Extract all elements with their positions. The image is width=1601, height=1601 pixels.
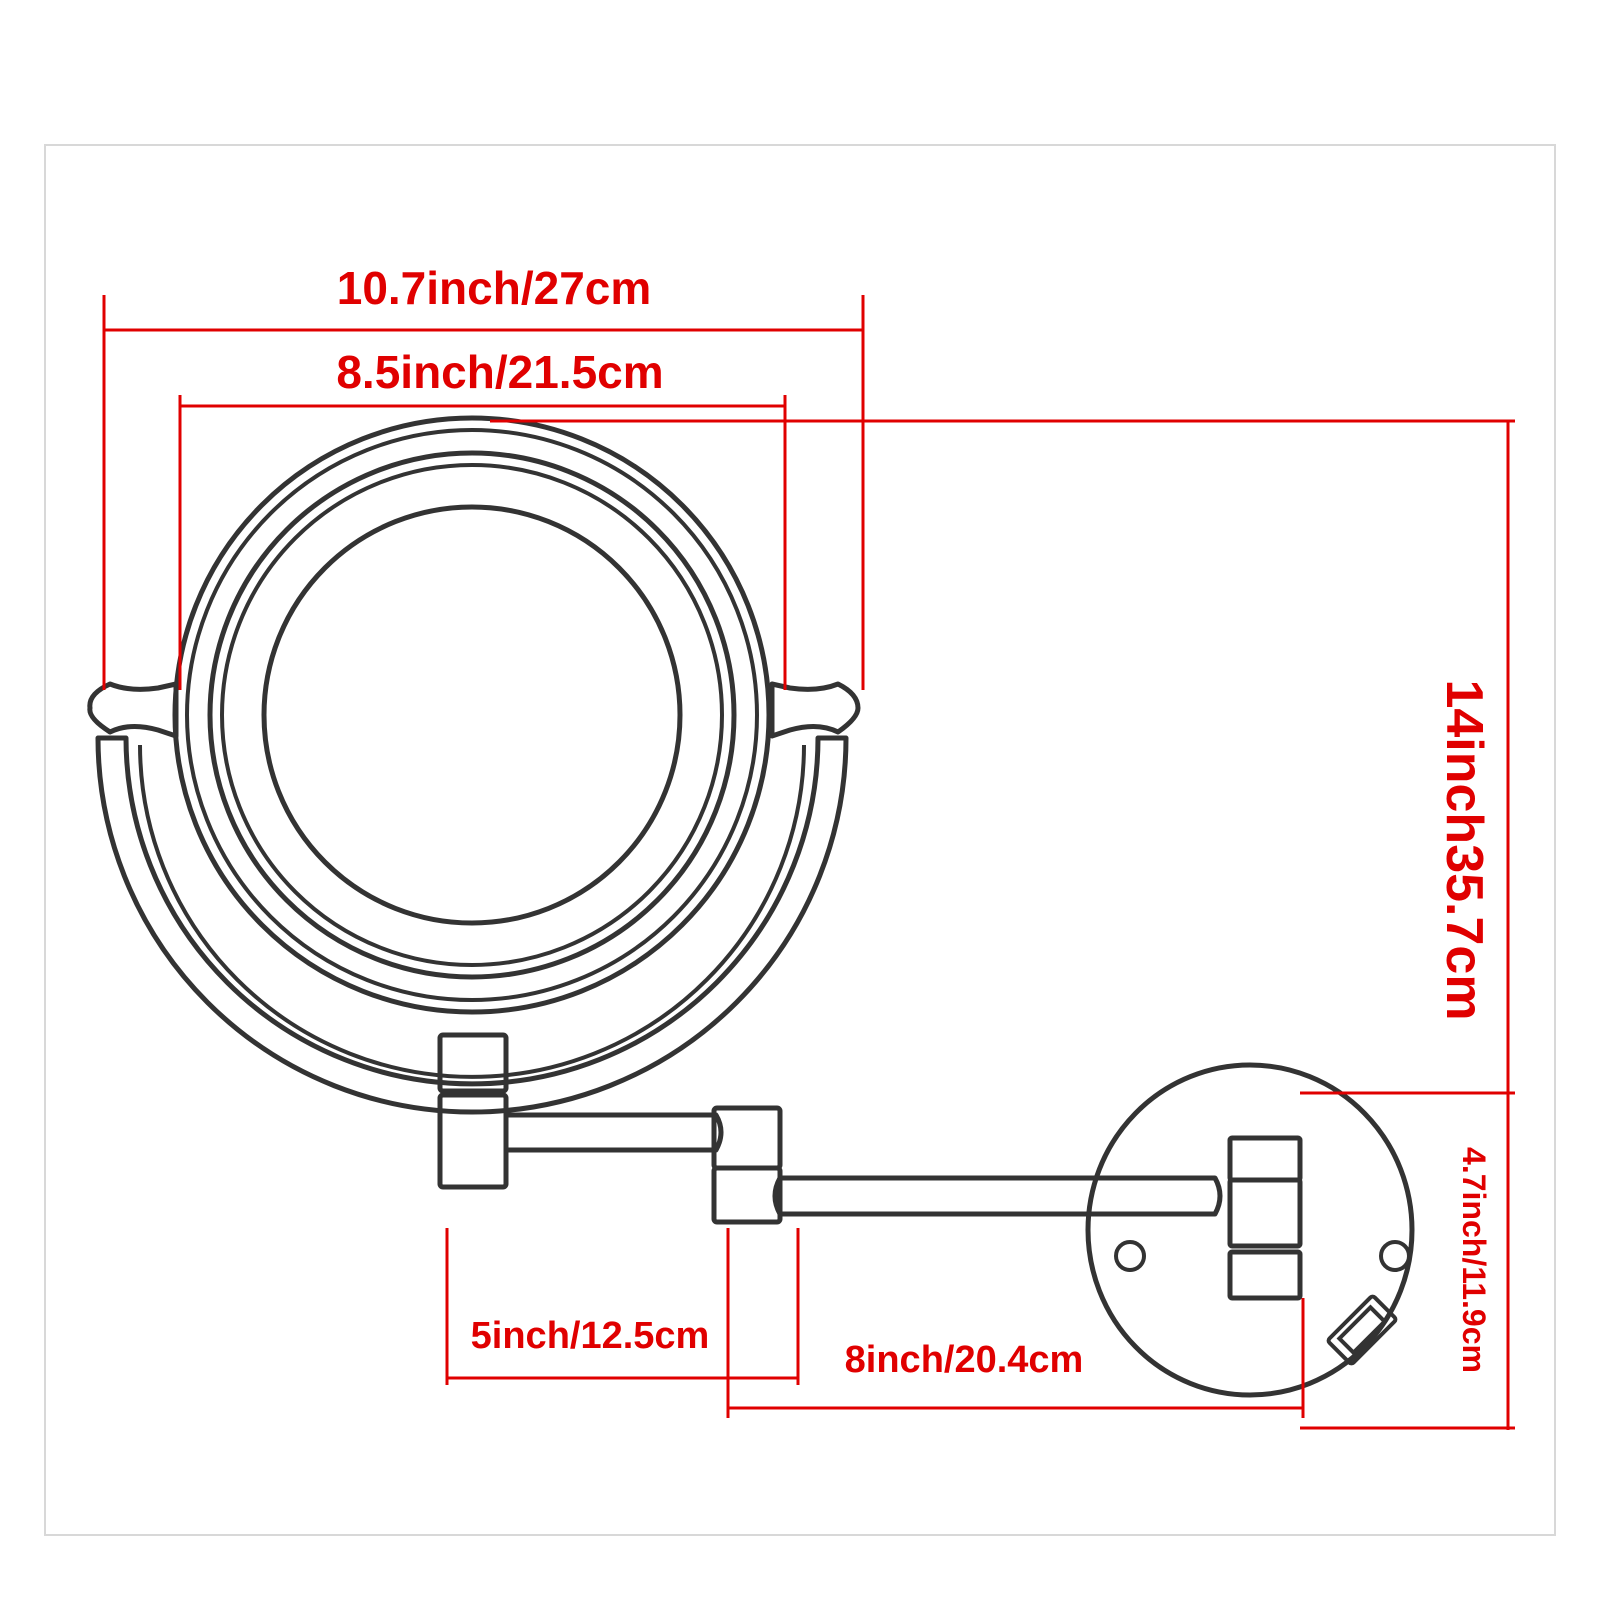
middle-joint-top <box>711 1105 783 1171</box>
right-pivot-knob <box>769 681 861 739</box>
wall-bracket-top <box>1227 1135 1303 1183</box>
mirror-width-label: 8.5inch/21.5cm <box>336 346 663 398</box>
second-arm <box>772 1175 1223 1217</box>
wall-bracket-middle <box>1227 1177 1303 1249</box>
mirror-height-label: 14inch35.7cm <box>1435 679 1493 1020</box>
background-frame <box>44 144 1556 1536</box>
dimension-labels: 10.7inch/27cm 8.5inch/21.5cm 14inch35.7c… <box>336 262 1493 1381</box>
wall-bracket-bottom <box>1227 1249 1303 1301</box>
wall-base-plate <box>1085 1062 1415 1398</box>
mirror-hinge-block-top <box>437 1032 509 1094</box>
overall-width-label: 10.7inch/27cm <box>337 262 652 314</box>
right-screw-hole <box>1379 1240 1411 1272</box>
mirror-inner-ring <box>207 450 737 980</box>
base-height-label: 4.7inch/11.9cm <box>1456 1147 1492 1373</box>
first-arm <box>503 1112 724 1153</box>
mirror-middle-ring <box>185 428 759 1002</box>
mirror-yoke-inner-line <box>138 744 806 1079</box>
left-pivot-knob <box>87 681 179 739</box>
mirror-drawing <box>87 415 1415 1398</box>
power-switch-icon <box>1326 1294 1398 1366</box>
left-screw-hole <box>1114 1240 1146 1272</box>
mirror-yoke <box>95 735 849 1115</box>
mirror-glass <box>261 504 683 926</box>
first-arm-length-label: 5inch/12.5cm <box>471 1315 710 1357</box>
middle-joint-bottom <box>711 1165 783 1225</box>
second-arm-length-label: 8inch/20.4cm <box>845 1339 1084 1381</box>
mirror-inner-ring-2 <box>220 463 724 967</box>
dimension-lines <box>102 295 1515 1430</box>
